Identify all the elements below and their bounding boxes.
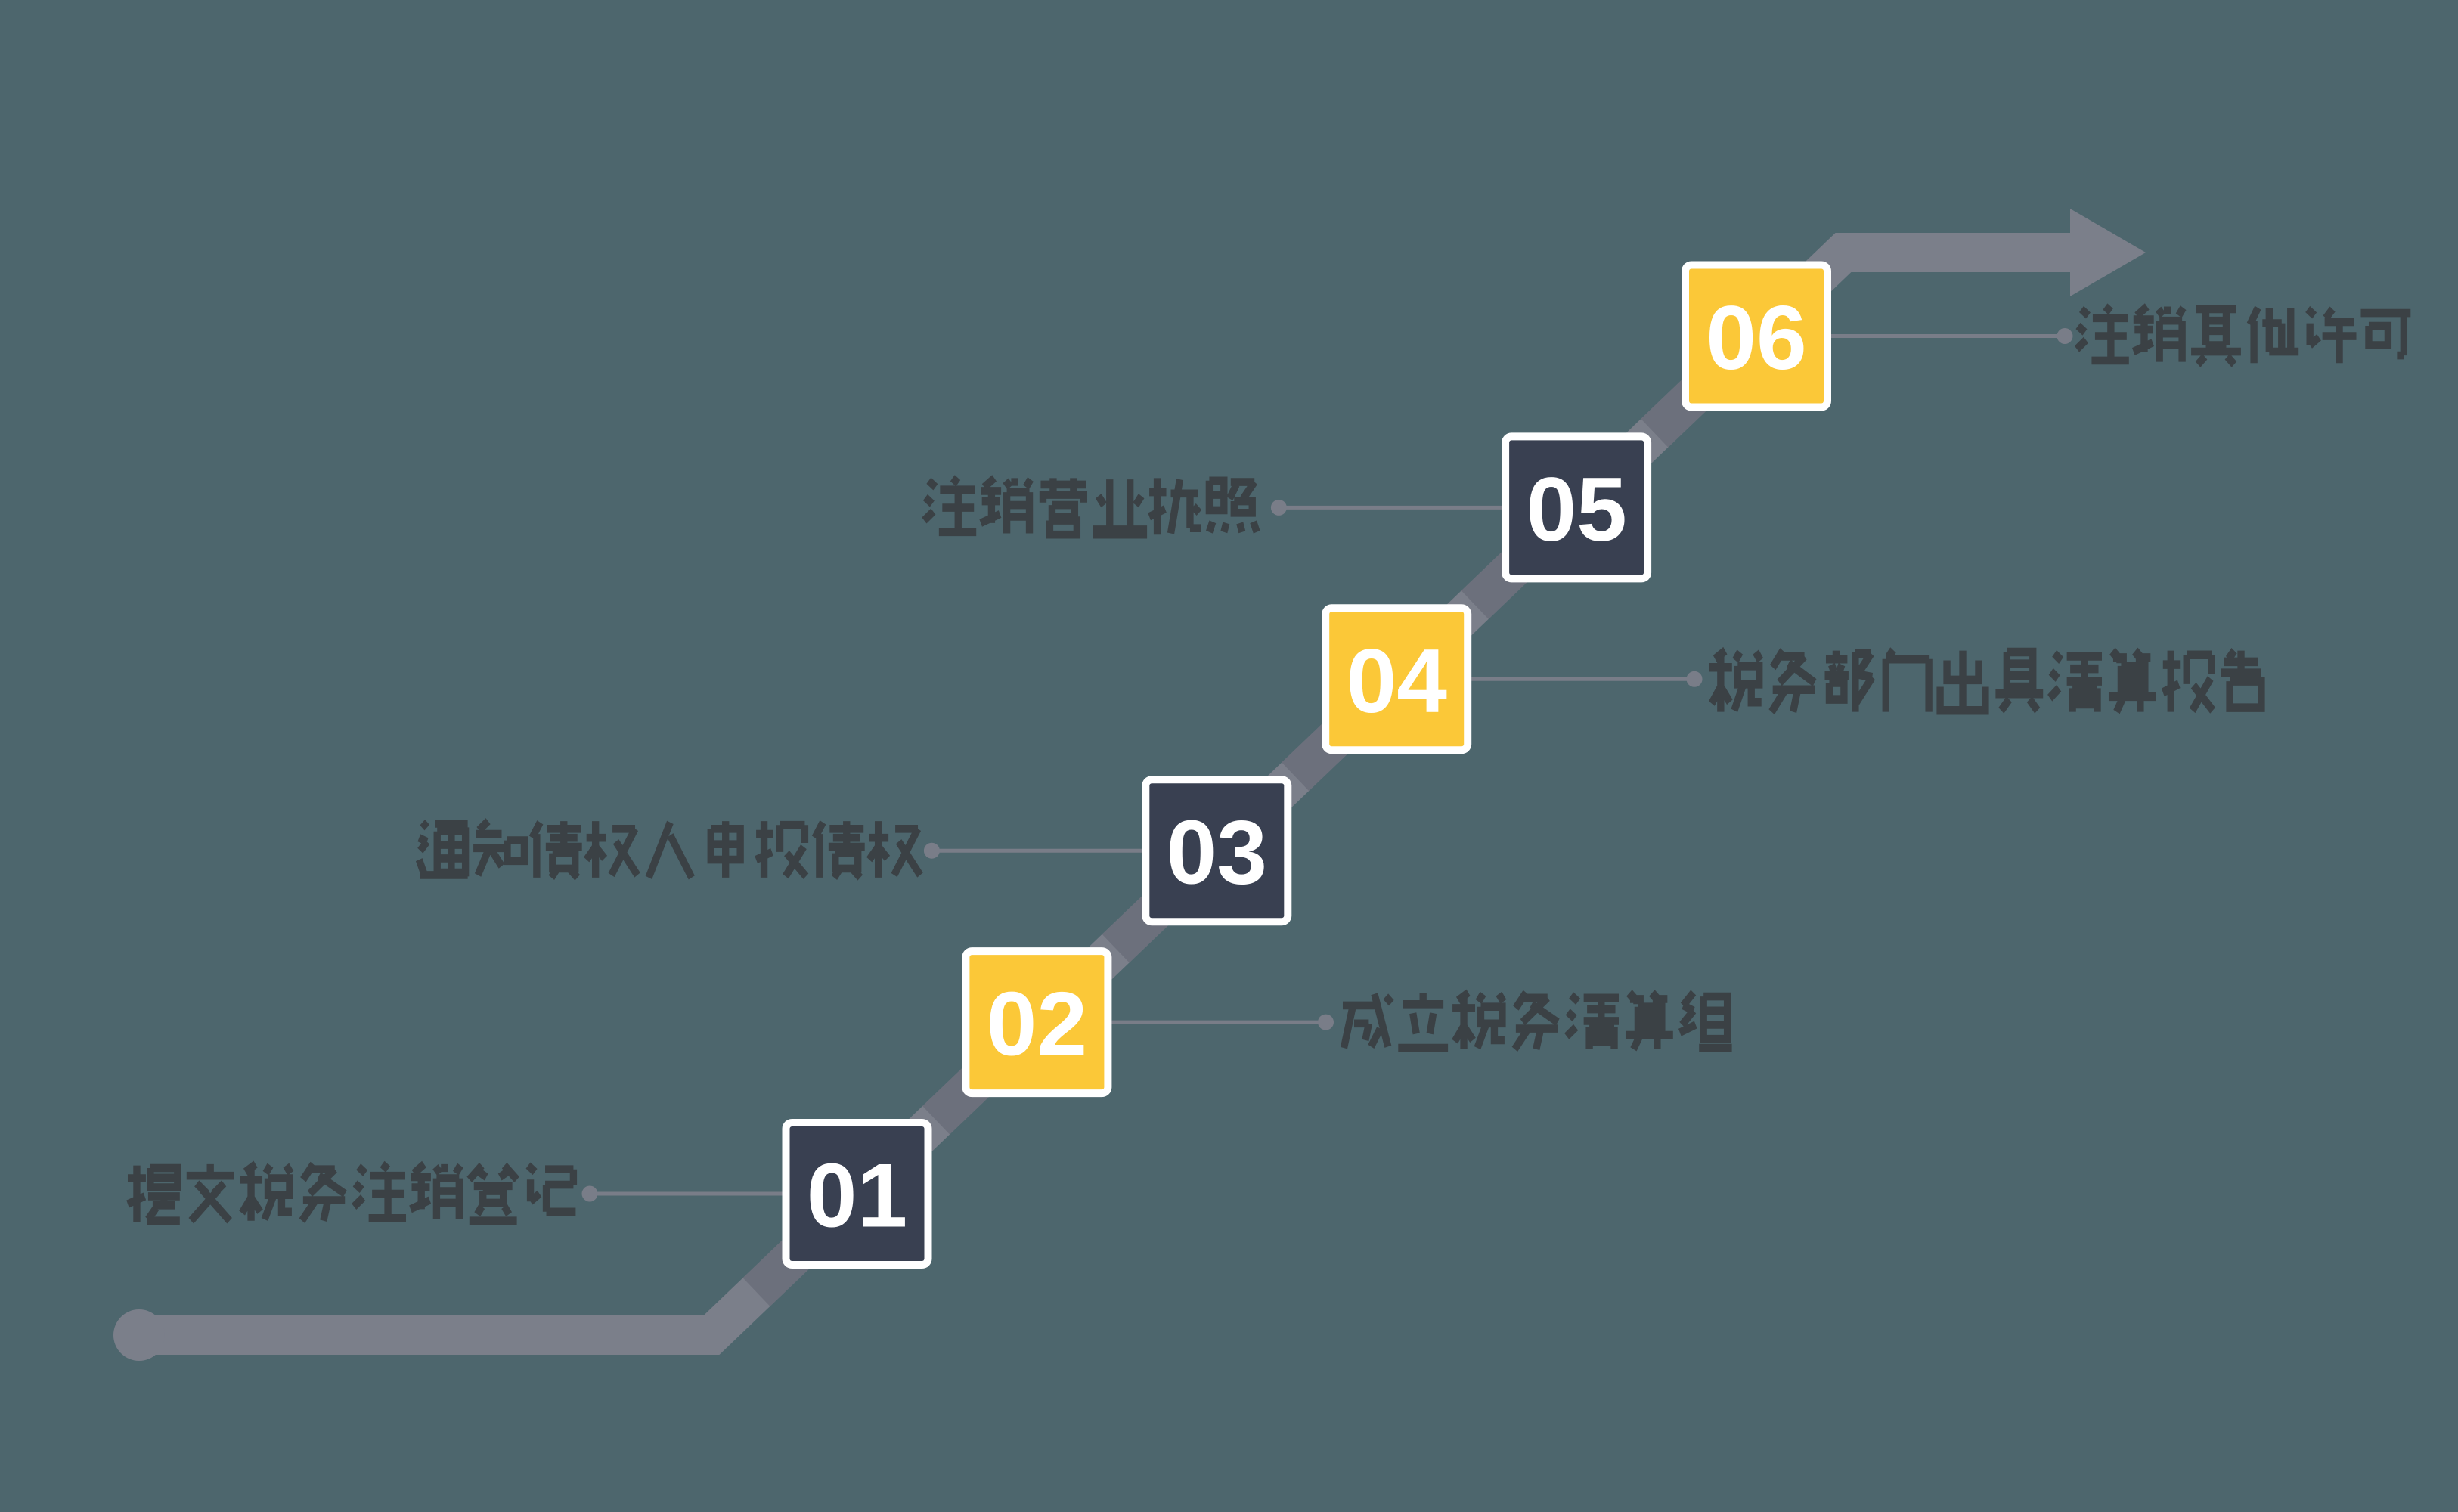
svg-text:04: 04 (1346, 631, 1447, 732)
svg-text:03: 03 (1167, 802, 1267, 903)
svg-text:06: 06 (1706, 287, 1806, 389)
svg-text:05: 05 (1526, 459, 1626, 560)
svg-text:02: 02 (987, 974, 1087, 1075)
svg-text:01: 01 (807, 1145, 907, 1247)
